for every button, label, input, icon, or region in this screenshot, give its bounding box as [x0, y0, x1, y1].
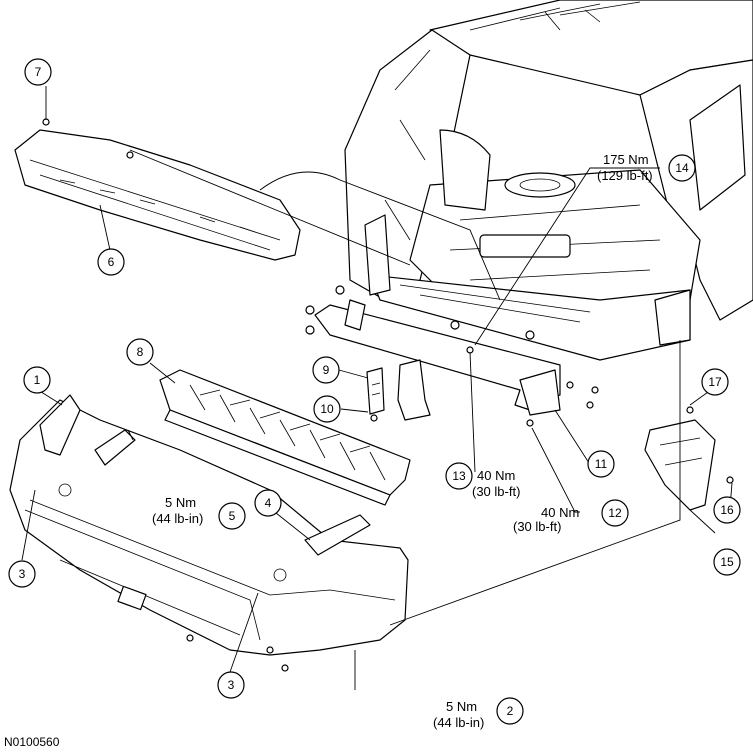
rear-bumper-cover	[9, 394, 409, 672]
svg-text:6: 6	[108, 255, 115, 269]
svg-text:40 Nm: 40 Nm	[477, 468, 515, 483]
svg-text:3: 3	[19, 567, 26, 581]
callout-11: 11	[587, 450, 615, 478]
svg-text:175 Nm: 175 Nm	[603, 152, 649, 167]
svg-text:14: 14	[675, 161, 689, 175]
svg-text:15: 15	[720, 555, 734, 569]
callout-3-bottom: 3	[217, 671, 245, 699]
svg-text:40 Nm: 40 Nm	[541, 505, 579, 520]
bumper-cover-trim-bar	[14, 118, 301, 261]
vehicle-rear-body	[344, 0, 753, 361]
torque-spec-14: 175 Nm (129 lb-ft)	[597, 152, 653, 183]
callout-4: 4	[254, 489, 282, 517]
svg-text:9: 9	[323, 363, 330, 377]
callout-1: 1	[23, 366, 51, 394]
svg-text:4: 4	[265, 496, 272, 510]
svg-text:(44 lb-in): (44 lb-in)	[433, 715, 484, 730]
callout-9: 9	[312, 356, 340, 384]
svg-text:8: 8	[137, 345, 144, 359]
callout-2: 2	[496, 697, 524, 725]
svg-text:(129 lb-ft): (129 lb-ft)	[597, 168, 653, 183]
bumper-side-bracket	[644, 406, 734, 511]
svg-text:7: 7	[35, 65, 42, 79]
svg-text:5 Nm: 5 Nm	[165, 495, 196, 510]
svg-text:1: 1	[34, 373, 41, 387]
svg-text:2: 2	[507, 704, 514, 718]
callout-6: 6	[97, 248, 125, 276]
trailer-hitch	[305, 285, 599, 427]
callout-8: 8	[126, 338, 154, 366]
callout-3-left: 3	[8, 560, 36, 588]
svg-text:12: 12	[608, 506, 622, 520]
svg-text:(30 lb-ft): (30 lb-ft)	[472, 484, 520, 499]
svg-text:11: 11	[595, 457, 608, 471]
torque-spec-2: 5 Nm (44 lb-in)	[433, 699, 484, 730]
svg-text:5 Nm: 5 Nm	[446, 699, 477, 714]
callout-10: 10	[313, 395, 341, 423]
callout-15: 15	[713, 548, 741, 576]
callout-5: 5	[218, 502, 246, 530]
svg-text:(44 lb-in): (44 lb-in)	[152, 511, 203, 526]
energy-absorber	[159, 369, 411, 506]
figure-id: N0100560	[4, 735, 60, 749]
callout-17: 17	[701, 368, 729, 396]
leader-lines	[21, 86, 733, 690]
torque-spec-13: 40 Nm (30 lb-ft)	[472, 468, 520, 499]
torque-spec-12: 40 Nm (30 lb-ft)	[513, 505, 579, 534]
callout-12: 12	[601, 499, 629, 527]
svg-text:(30 lb-ft): (30 lb-ft)	[513, 519, 561, 534]
svg-text:13: 13	[452, 469, 466, 483]
svg-text:17: 17	[708, 375, 722, 389]
svg-text:5: 5	[229, 509, 236, 523]
svg-text:16: 16	[720, 503, 734, 517]
svg-text:10: 10	[320, 402, 334, 416]
callout-13: 13	[445, 462, 473, 490]
callout-14: 14	[668, 154, 696, 182]
callout-7: 7	[24, 58, 52, 86]
svg-text:3: 3	[228, 678, 235, 692]
callout-16: 16	[713, 496, 741, 524]
torque-spec-5: 5 Nm (44 lb-in)	[152, 495, 203, 526]
